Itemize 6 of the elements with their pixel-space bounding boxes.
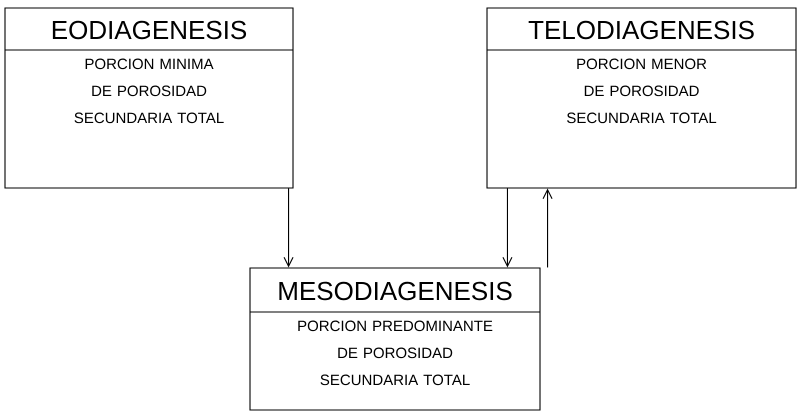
process-box: MESODIAGENESIS PORCION PREDOMINANTE DE POROSIDAD SECUNDARIA TOTAL [249, 267, 541, 411]
process-box: TELODIAGENESIS PORCION MENOR DE POROSIDAD SECUNDARIA TOTAL [486, 7, 797, 189]
arrow [542, 188, 553, 268]
arrow [502, 188, 512, 268]
arrow [284, 188, 294, 268]
process-box: EODIAGENESIS PORCION MINIMA DE POROSIDAD SECUNDARIA TOTAL [4, 7, 294, 189]
